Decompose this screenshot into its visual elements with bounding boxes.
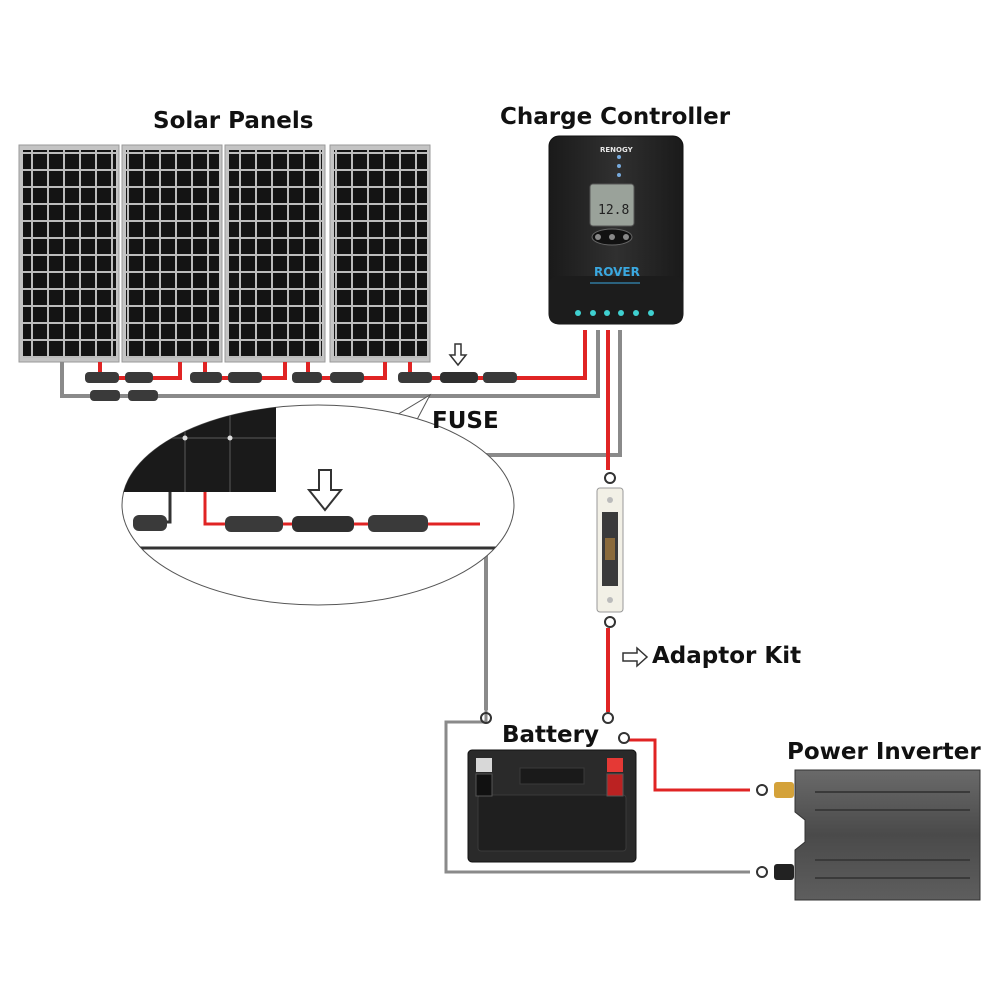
- controller-brand: RENOGY: [600, 146, 634, 154]
- ring-terminal-icon: [604, 472, 616, 484]
- mc4-connector-icon: [292, 372, 322, 383]
- negative-terminal: [476, 758, 492, 772]
- inline-fuse-holder: [440, 372, 478, 383]
- positive-input-post: [774, 782, 794, 798]
- controller-buttons: [591, 228, 633, 246]
- down-arrow-icon: [448, 343, 468, 367]
- mc4-connector-icon: [483, 372, 517, 383]
- negative-input-post: [774, 864, 794, 880]
- status-leds: [617, 155, 621, 177]
- lcd-screen: [589, 183, 635, 227]
- down-arrow-icon: [306, 469, 344, 512]
- positive-wire: [628, 738, 750, 792]
- solar-panel: [18, 144, 120, 363]
- ring-terminal-icon: [618, 732, 630, 744]
- fuse-label: FUSE: [432, 408, 499, 434]
- controller-terminal-leds: [575, 310, 654, 316]
- mc4-connector-icon: [225, 516, 283, 532]
- charge-controller-label: Charge Controller: [500, 104, 731, 130]
- mc4-connector-icon: [190, 372, 222, 383]
- solar-panel: [224, 144, 326, 363]
- power-inverter: [756, 769, 981, 901]
- ring-terminal-icon: [480, 712, 492, 724]
- lcd-value: 12.8: [598, 203, 629, 218]
- solar-panel: [329, 144, 431, 363]
- mc4-connector-icon: [368, 515, 428, 532]
- negative-wire: [484, 330, 622, 710]
- mc4-connector-icon: [90, 390, 120, 401]
- negative-wire: [60, 330, 600, 398]
- ring-terminal-icon: [756, 784, 768, 796]
- adaptor-kit-label: Adaptor Kit: [652, 643, 802, 669]
- mc4-connectors: [85, 372, 517, 401]
- negative-wire: [444, 710, 750, 874]
- ring-terminal-icon: [756, 866, 768, 878]
- ring-terminal-icon: [602, 712, 614, 724]
- mc4-connector-icon: [128, 390, 158, 401]
- right-arrow-icon: [622, 646, 649, 668]
- positive-terminal: [607, 758, 623, 772]
- mc4-connector-icon: [85, 372, 119, 383]
- mc4-connector-icon: [398, 372, 432, 383]
- power-inverter-label: Power Inverter: [787, 739, 981, 765]
- charge-controller: RENOGY 12.8 ROVER: [548, 135, 684, 325]
- controller-model: ROVER: [594, 265, 640, 279]
- battery: [444, 710, 750, 874]
- mc4-connector-icon: [228, 372, 262, 383]
- positive-wire: [408, 330, 587, 380]
- fuse-block: [596, 472, 624, 712]
- mc4-connector-icon: [133, 515, 167, 531]
- solar-panels: [18, 144, 431, 363]
- battery-label: Battery: [502, 722, 599, 748]
- mc4-connector-icon: [330, 372, 364, 383]
- mc4-connector-icon: [125, 372, 153, 383]
- fuse-zoom-callout: [121, 393, 515, 606]
- solar-panel: [121, 144, 223, 363]
- inline-fuse-holder: [292, 516, 354, 532]
- ring-terminal-icon: [604, 616, 616, 628]
- solar-panels-label: Solar Panels: [153, 108, 314, 134]
